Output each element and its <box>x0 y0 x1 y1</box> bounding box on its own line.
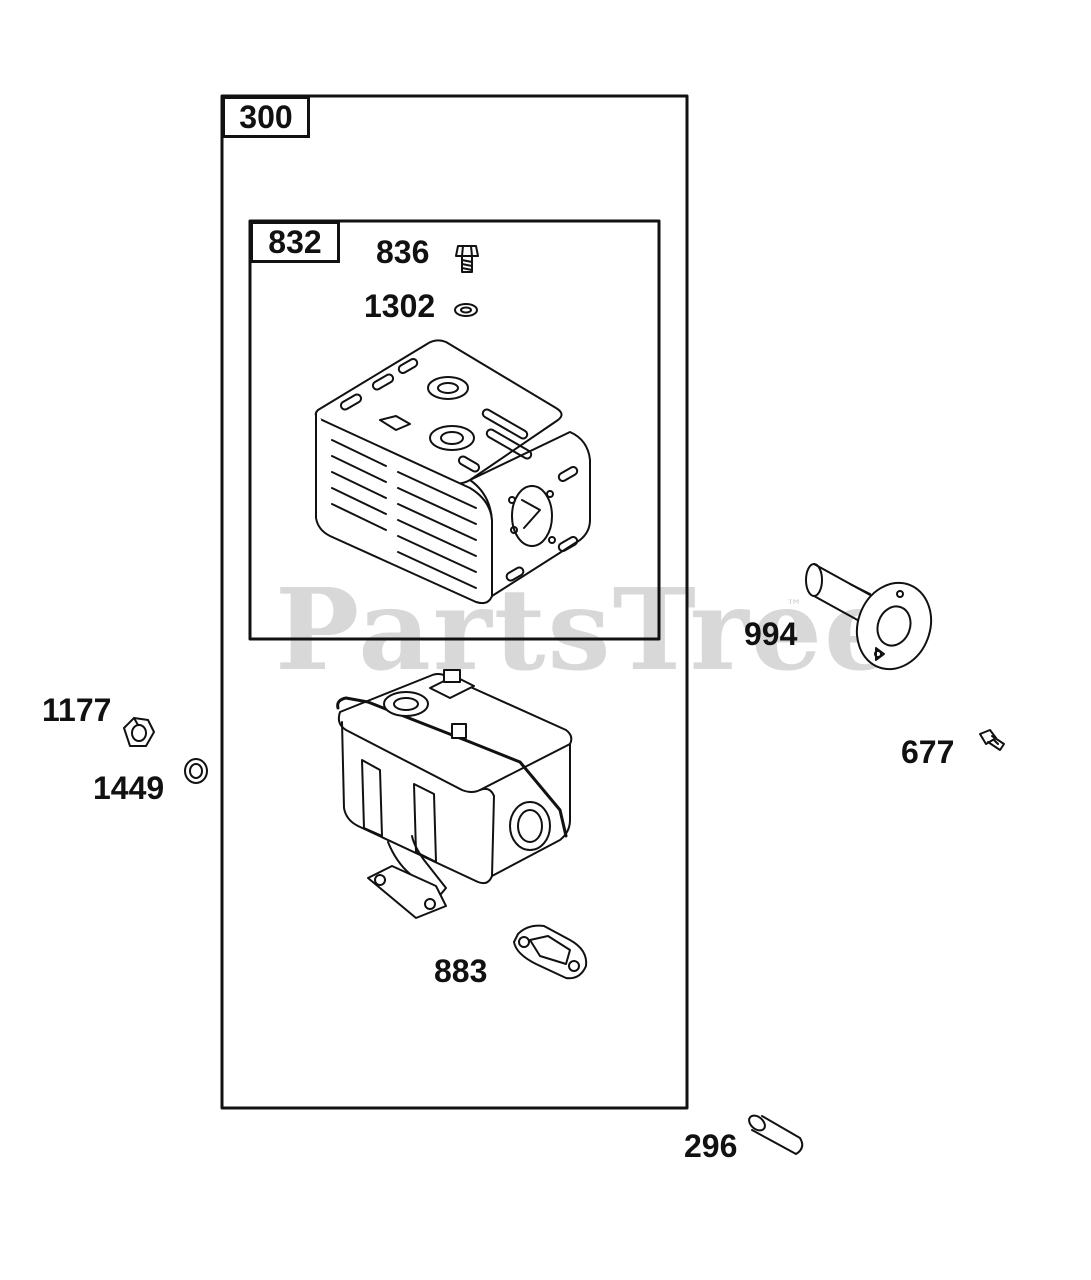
partstree-watermark: PartsTree <box>275 565 898 696</box>
part-label-1449[interactable]: 1449 <box>93 770 165 806</box>
spark-arrester-994-icon <box>805 563 933 671</box>
bolt-836-icon <box>455 245 479 273</box>
assembly-label-300[interactable]: 300 <box>222 96 310 138</box>
assembly-box-300 <box>220 94 689 1110</box>
washer-1449-icon <box>184 758 208 784</box>
muffler-guard-icon <box>314 339 591 605</box>
gasket-883-icon <box>513 924 588 980</box>
trademark-symbol: ™ <box>786 596 802 615</box>
part-label-994[interactable]: 994 <box>744 616 798 652</box>
part-label-296[interactable]: 296 <box>684 1128 738 1164</box>
part-label-1177[interactable]: 1177 <box>42 692 112 728</box>
part-label-1302[interactable]: 1302 <box>364 288 436 324</box>
assembly-box-832 <box>248 219 661 641</box>
part-label-883[interactable]: 883 <box>434 953 488 989</box>
washer-1302-icon <box>454 303 478 317</box>
part-label-677[interactable]: 677 <box>901 734 955 770</box>
nut-1177-icon <box>123 717 155 747</box>
screw-677-icon <box>979 729 1005 751</box>
muffler-icon <box>336 669 573 919</box>
assembly-label-832[interactable]: 832 <box>250 221 340 263</box>
part-label-836[interactable]: 836 <box>376 234 430 270</box>
pin-296-icon <box>748 1114 804 1155</box>
